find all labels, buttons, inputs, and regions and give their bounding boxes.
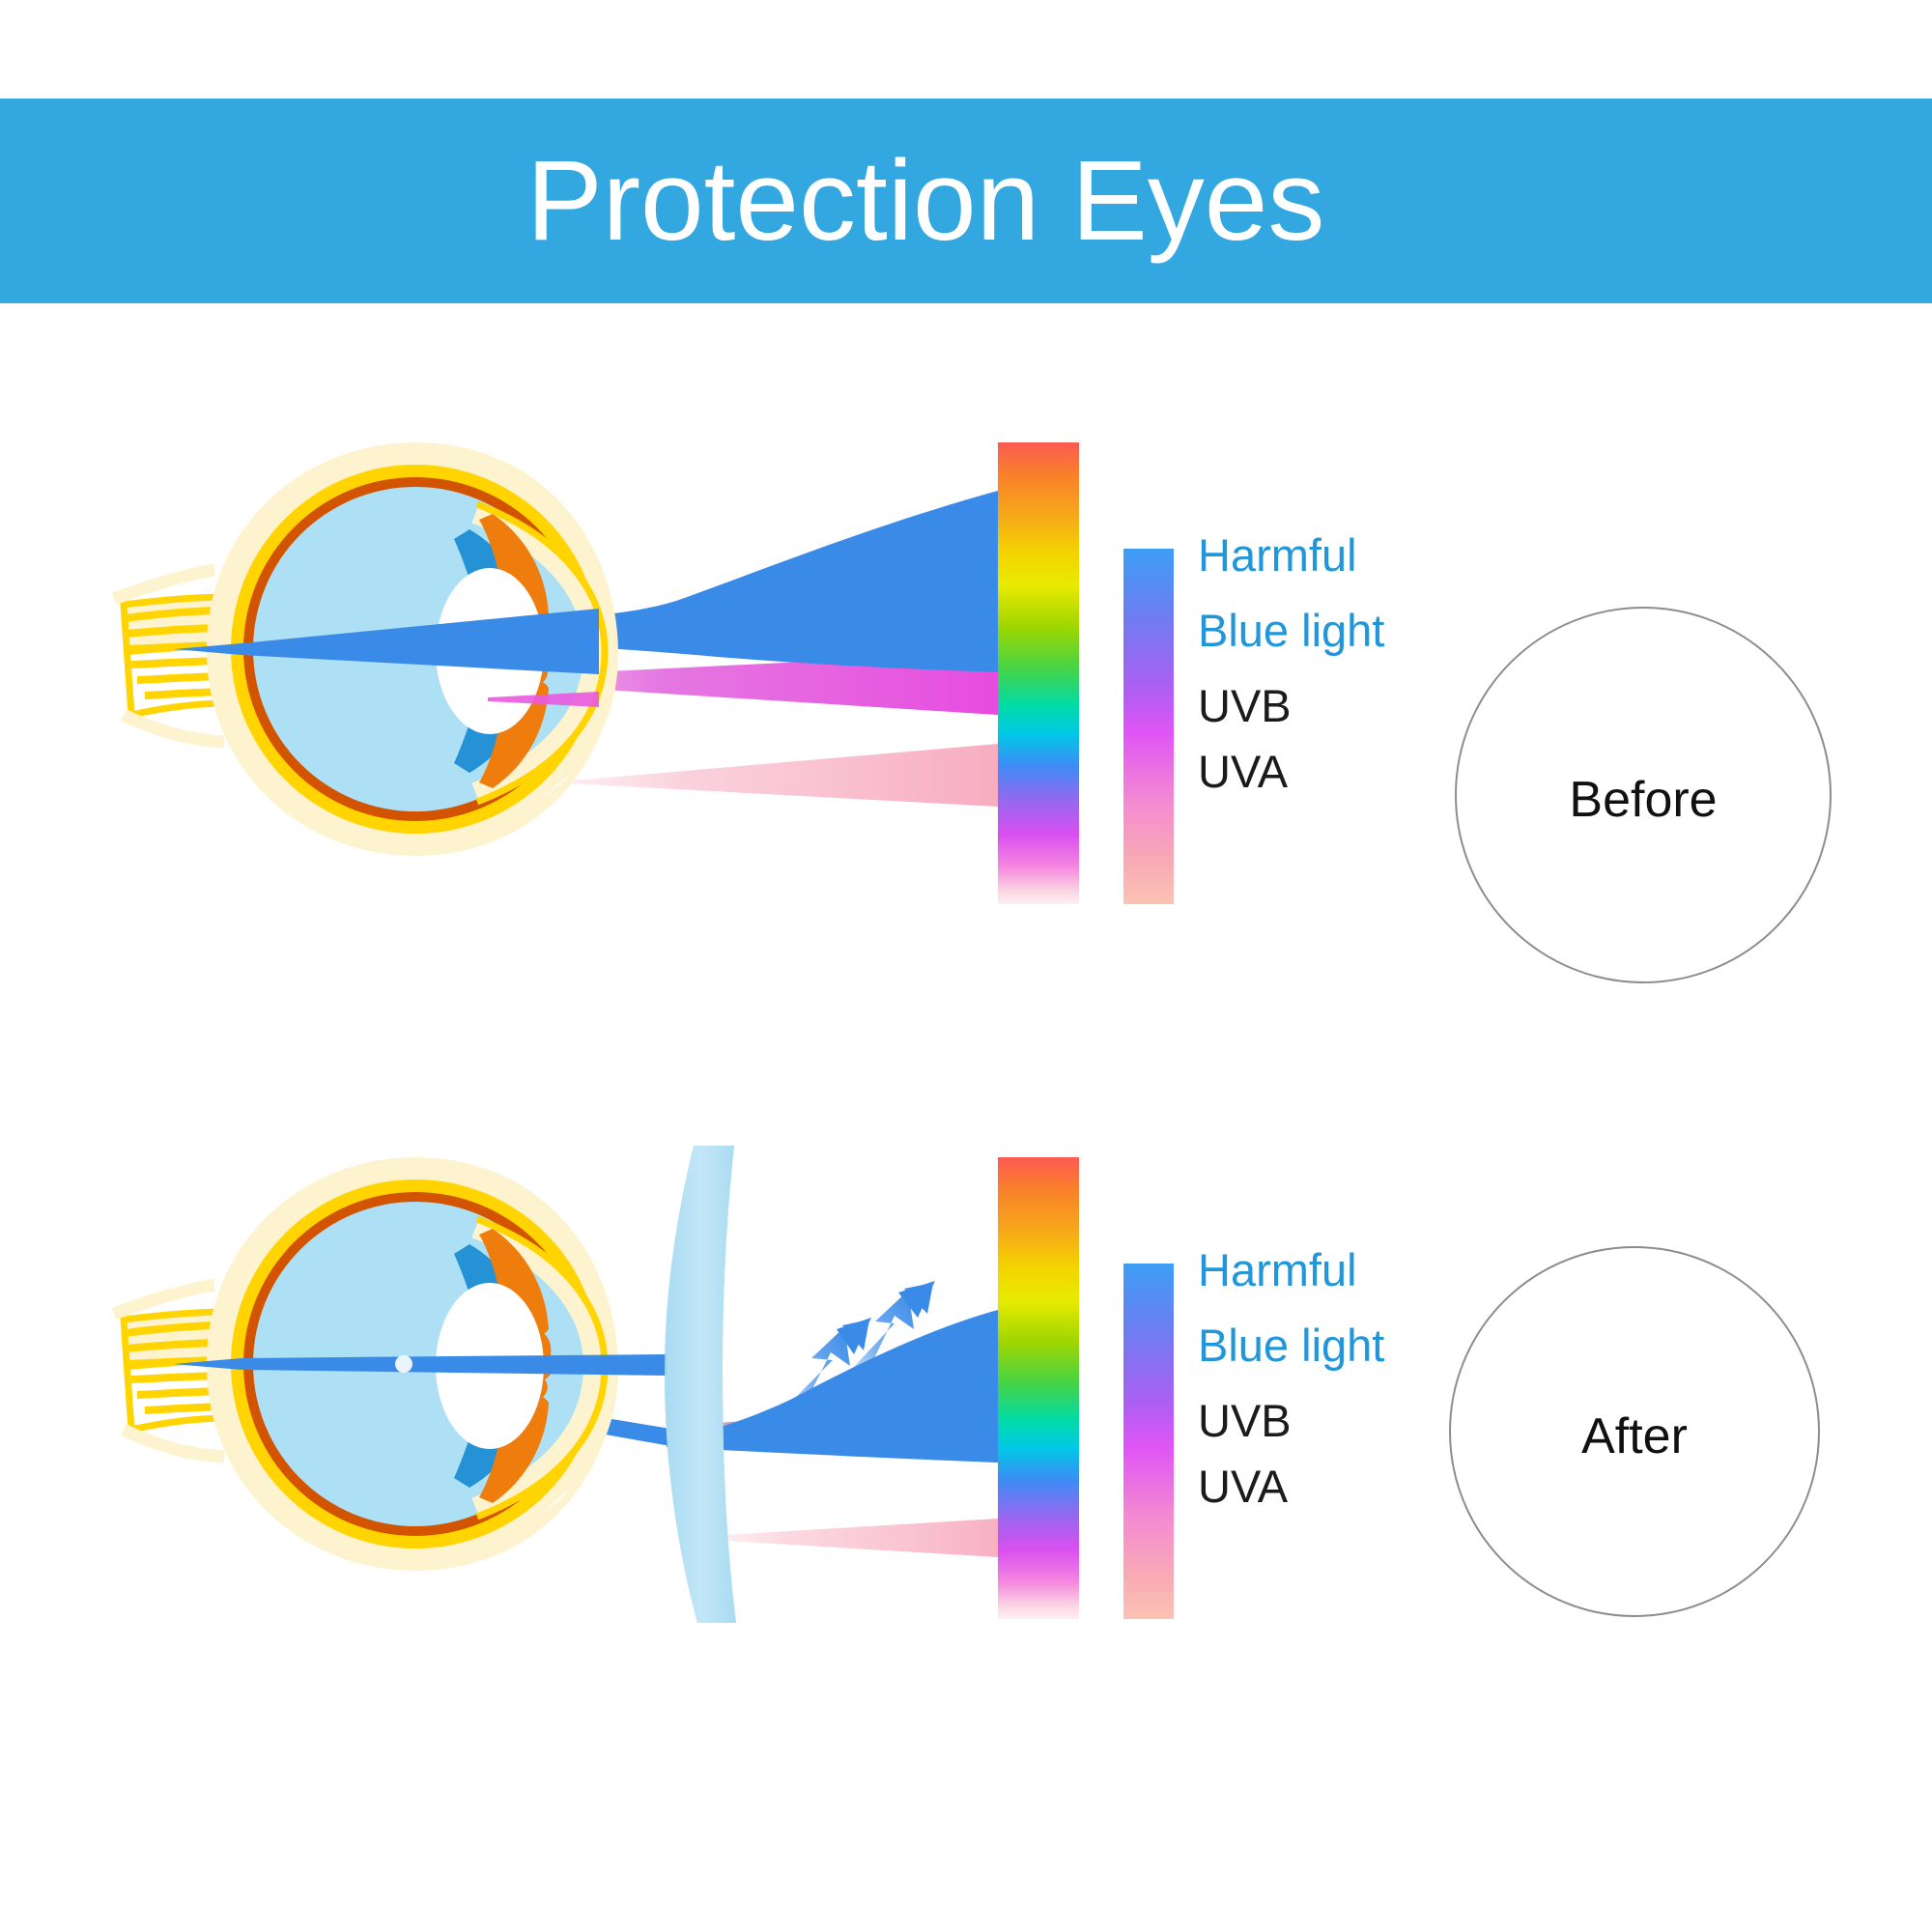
reflection-arrow-icon bbox=[838, 1281, 935, 1393]
eye-cross-section bbox=[111, 442, 618, 856]
uv-intensity-bar bbox=[1123, 1264, 1174, 1619]
legend-label-uva: UVA bbox=[1198, 746, 1289, 797]
eyeglass-lens-overlay bbox=[665, 1146, 736, 1623]
full-spectrum-bar bbox=[998, 1157, 1079, 1619]
title-band bbox=[0, 99, 1932, 303]
result-circle-after: After bbox=[1449, 1246, 1820, 1617]
result-circle-before: Before bbox=[1455, 607, 1832, 983]
focused-beam-in-eye bbox=[174, 609, 599, 674]
reflection-arrows-group bbox=[773, 1281, 935, 1430]
legend-label-uva: UVA bbox=[1198, 1461, 1289, 1512]
legend-label-blue-light: Blue light bbox=[1198, 1320, 1385, 1371]
legend-label-blue-light: Blue light bbox=[1198, 605, 1385, 656]
uva-beam bbox=[676, 1519, 998, 1557]
iris bbox=[479, 514, 549, 624]
legend-label-uvb: UVB bbox=[1198, 680, 1292, 731]
after-diagram bbox=[111, 1146, 1174, 1623]
full-spectrum-bar bbox=[998, 442, 1079, 904]
legend-label-harmful: Harmful bbox=[1198, 529, 1357, 581]
legend-label-harmful: Harmful bbox=[1198, 1244, 1357, 1295]
optic-nerve bbox=[111, 563, 234, 749]
uvb-beam-entry bbox=[488, 692, 599, 707]
page-title: Protection Eyes bbox=[526, 137, 1325, 265]
before-diagram bbox=[111, 442, 1174, 904]
focused-beam-in-eye bbox=[174, 1354, 667, 1376]
result-circle-after-label: After bbox=[1581, 1408, 1688, 1464]
lens-highlight bbox=[395, 1355, 412, 1373]
eye-cross-section bbox=[111, 1157, 667, 1571]
uvb-beam bbox=[512, 652, 998, 715]
result-circle-before-label: Before bbox=[1569, 772, 1718, 828]
harmful-blue-light-beam bbox=[667, 1310, 998, 1463]
protected-eye-panel: Harmful Blue light UVB UVA After bbox=[0, 1140, 1932, 1758]
iris bbox=[479, 1229, 549, 1339]
legend-label-uvb: UVB bbox=[1198, 1395, 1292, 1446]
iris bbox=[479, 1393, 549, 1503]
reflection-arrow-icon bbox=[773, 1318, 871, 1430]
unprotected-eye-panel: Harmful Blue light UVB UVA Before bbox=[0, 425, 1932, 1043]
uva-beam bbox=[551, 744, 998, 807]
iris bbox=[479, 678, 549, 788]
uv-intensity-bar bbox=[1123, 549, 1174, 904]
